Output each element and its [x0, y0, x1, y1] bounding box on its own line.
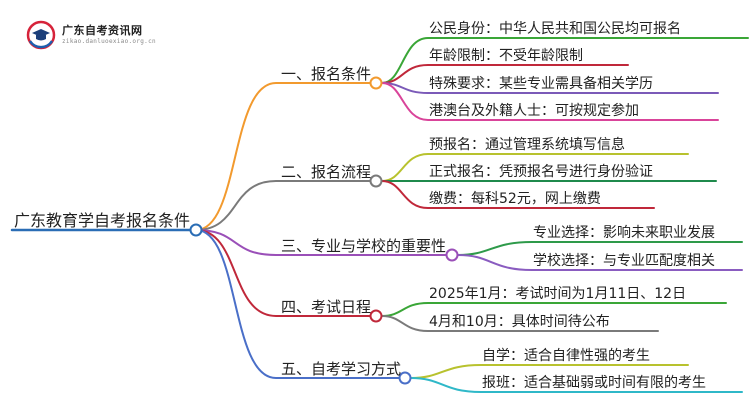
- connector-leaf-3-1: [457, 241, 743, 256]
- leaf-apr-oct-exam[interactable]: 4月和10月：具体时间待公布: [429, 314, 610, 330]
- branch-node-4[interactable]: [369, 309, 383, 323]
- root-node[interactable]: [189, 223, 203, 237]
- leaf-pre-registration[interactable]: 预报名：通过管理系统填写信息: [429, 137, 625, 153]
- leaf-jan-2025-exam[interactable]: 2025年1月：考试时间为1月11日、12日: [429, 286, 687, 302]
- connector-branch-5: [195, 229, 400, 379]
- logo-title: 广东自考资讯网: [62, 24, 143, 37]
- leaf-citizenship[interactable]: 公民身份：中华人民共和国公民均可报名: [429, 21, 681, 37]
- connector-leaf-5-2: [410, 377, 743, 393]
- leaf-tutoring-class[interactable]: 报班：适合基础弱或时间有限的考生: [482, 375, 706, 391]
- branch-node-1[interactable]: [369, 76, 383, 90]
- branch-registration-conditions[interactable]: 一、报名条件: [281, 65, 372, 83]
- connector-leaf-1-4: [381, 82, 719, 121]
- connector-leaf-3-2: [457, 254, 743, 271]
- connector-branch-2: [195, 180, 371, 231]
- connector-leaf-1-1: [381, 37, 749, 84]
- connector-leaf-1-2: [381, 64, 629, 84]
- root-topic[interactable]: 广东教育学自考报名条件: [14, 211, 191, 230]
- leaf-school-choice[interactable]: 学校选择：与专业匹配度相关: [533, 253, 715, 269]
- branch-study-methods[interactable]: 五、自考学习方式: [281, 360, 402, 378]
- branch-node-3[interactable]: [445, 248, 459, 262]
- branch-node-2[interactable]: [369, 174, 383, 188]
- graduation-cap-icon: [26, 20, 56, 50]
- branch-node-5[interactable]: [398, 371, 412, 385]
- branch-exam-schedule[interactable]: 四、考试日程: [281, 298, 372, 316]
- leaf-hk-macao-taiwan-foreign[interactable]: 港澳台及外籍人士：可按规定参加: [429, 103, 639, 119]
- leaf-age-limit[interactable]: 年龄限制：不受年龄限制: [429, 48, 583, 64]
- connector-leaf-5-1: [410, 364, 689, 379]
- leaf-formal-registration[interactable]: 正式报名：凭预报名号进行身份验证: [429, 164, 653, 180]
- connector-branch-1: [195, 82, 371, 231]
- leaf-special-requirements[interactable]: 特殊要求：某些专业需具备相关学历: [429, 76, 653, 92]
- leaf-major-choice[interactable]: 专业选择：影响未来职业发展: [533, 225, 715, 241]
- connector-branch-4: [195, 229, 371, 317]
- connector-branch-3: [195, 229, 447, 256]
- branch-registration-process[interactable]: 二、报名流程: [281, 163, 372, 181]
- logo-subtitle: zikao.danluoexiao.org.cn: [62, 38, 156, 45]
- site-logo[interactable]: 广东自考资讯网 zikao.danluoexiao.org.cn: [26, 18, 156, 52]
- leaf-self-study[interactable]: 自学：适合自律性强的考生: [482, 348, 650, 364]
- connector-leaf-2-3: [381, 180, 655, 209]
- connector-leaf-4-2: [381, 315, 659, 332]
- leaf-payment[interactable]: 缴费：每科52元，网上缴费: [429, 191, 601, 207]
- branch-major-school-importance[interactable]: 三、专业与学校的重要性: [281, 237, 447, 255]
